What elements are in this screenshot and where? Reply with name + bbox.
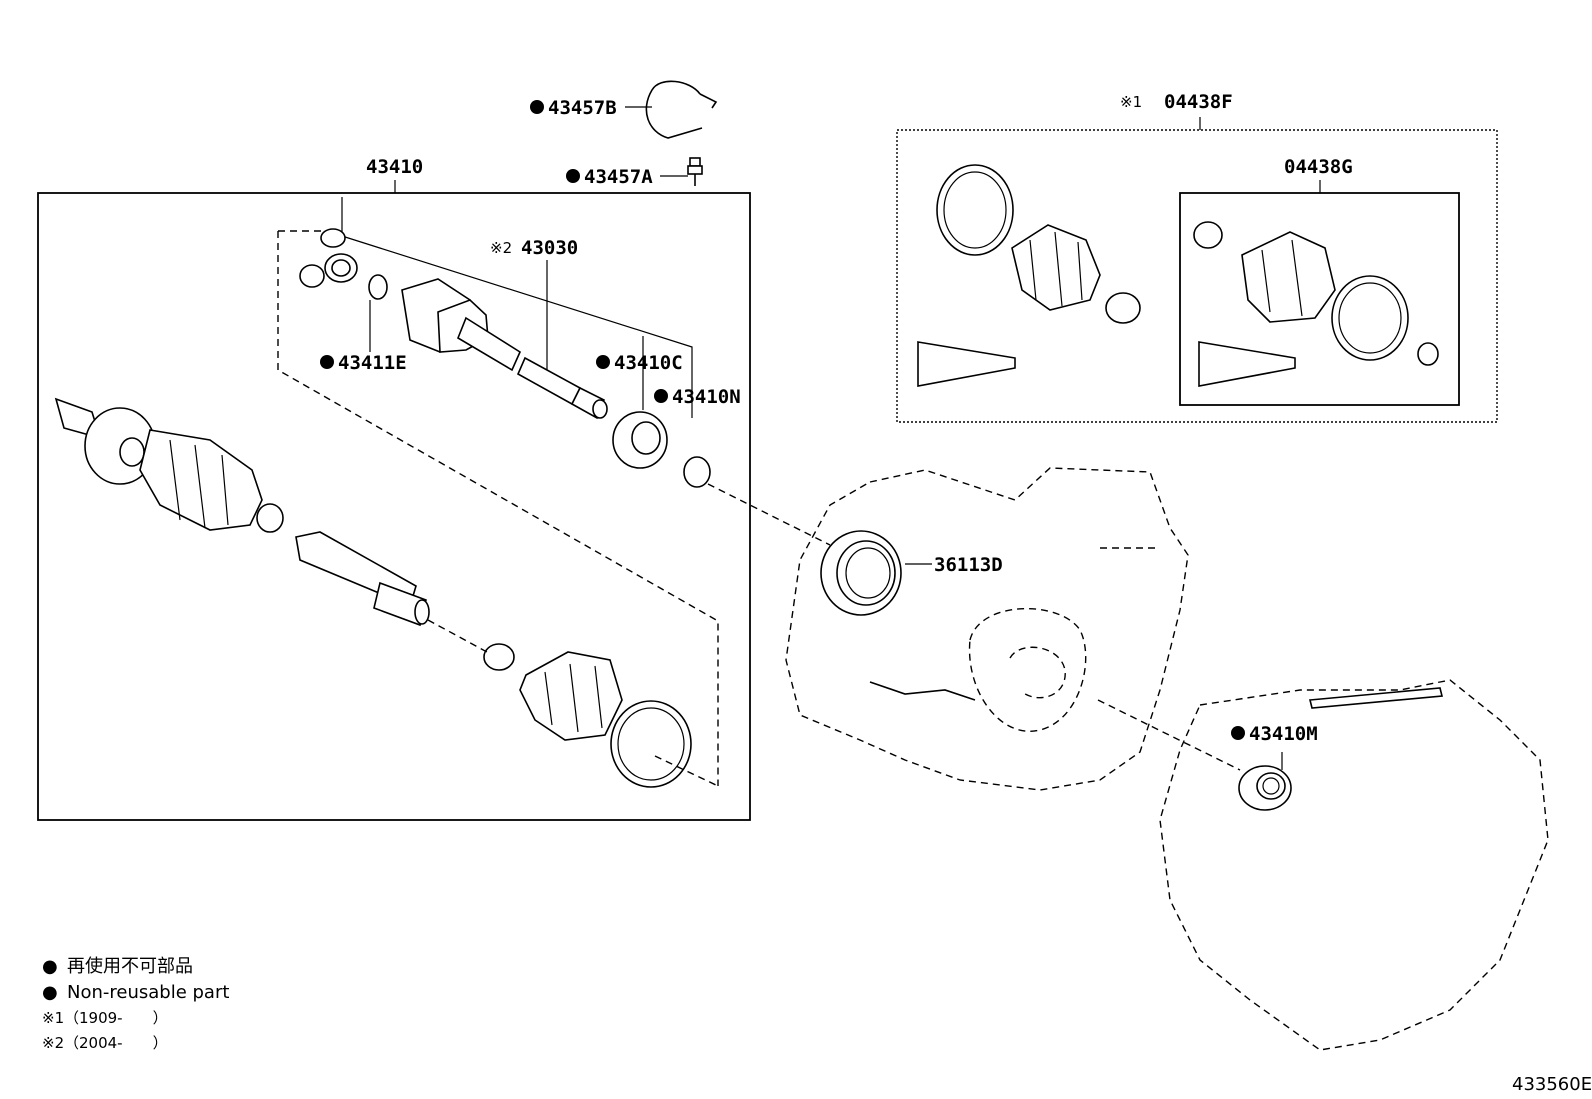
svg-text:43457B: 43457B (548, 97, 617, 119)
label-43457A: 43457A (566, 166, 653, 188)
svg-text:04438F: 04438F (1164, 91, 1233, 113)
illustration-id: 433560E (1512, 1074, 1592, 1095)
svg-text:36113D: 36113D (934, 554, 1003, 576)
label-04438G: 04438G (1284, 156, 1353, 178)
boot-kit-04438G-parts (1193, 221, 1439, 387)
outer-drive-shaft (54, 397, 430, 627)
snap-ring-43410N (683, 456, 711, 488)
svg-text:（1909- ）: （1909- ） (64, 1009, 168, 1027)
assembly-box-43410 (37, 192, 751, 821)
svg-text:43410N: 43410N (672, 386, 741, 408)
svg-text:※2: ※2 (42, 1034, 64, 1052)
label-36113D: 36113D (934, 554, 1003, 576)
inner-boot (519, 651, 623, 741)
svg-text:43410: 43410 (366, 156, 423, 178)
svg-text:43410C: 43410C (614, 352, 683, 374)
boot-kit-box-04438F (896, 129, 1498, 423)
svg-text:●: ● (42, 982, 58, 1003)
label-43030: ※2 43030 (490, 237, 578, 259)
svg-text:※1: ※1 (42, 1009, 64, 1027)
bearing-43410C (612, 411, 668, 469)
assembly-bracket-line (341, 197, 693, 418)
svg-text:※2: ※2 (490, 239, 512, 257)
svg-text:43030: 43030 (521, 237, 578, 259)
transaxle-case-lower (1159, 679, 1549, 1051)
label-04438F: ※1 04438F (1120, 91, 1233, 113)
svg-text:※1: ※1 (1120, 93, 1142, 111)
snap-ring-43411E (368, 274, 388, 300)
label-43410C: 43410C (596, 352, 683, 374)
svg-text:43410M: 43410M (1249, 723, 1318, 745)
svg-text:43411E: 43411E (338, 352, 407, 374)
svg-text:（2004- ）: （2004- ） (64, 1034, 168, 1052)
label-43411E: 43411E (320, 352, 407, 374)
clip-43457B (645, 80, 718, 139)
bearing-43410M (1238, 765, 1292, 811)
svg-text:再使用不可部品: 再使用不可部品 (67, 956, 193, 977)
label-43457B: 43457B (530, 97, 617, 119)
boot-clamp-small (483, 643, 515, 671)
svg-text:●: ● (42, 956, 58, 977)
label-43410N: 43410N (654, 386, 741, 408)
boot-clamp-large (610, 700, 692, 788)
svg-text:43457A: 43457A (584, 166, 653, 188)
bolt-43457A (687, 157, 703, 186)
label-43410: 43410 (366, 156, 423, 178)
inner-joint-housing (401, 278, 522, 372)
shaft-43030 (516, 356, 608, 420)
oil-seal-36113D (820, 530, 902, 616)
transmission-case (785, 467, 1189, 791)
boot-kit-04438F-parts (917, 164, 1141, 387)
tripod-joint (299, 228, 358, 288)
label-43410M: 43410M (1231, 723, 1318, 745)
svg-text:Non-reusable part: Non-reusable part (67, 982, 229, 1003)
legend: ● 再使用不可部品 ● Non-reusable part ※1 （1909- … (42, 956, 229, 1052)
svg-text:04438G: 04438G (1284, 156, 1353, 178)
